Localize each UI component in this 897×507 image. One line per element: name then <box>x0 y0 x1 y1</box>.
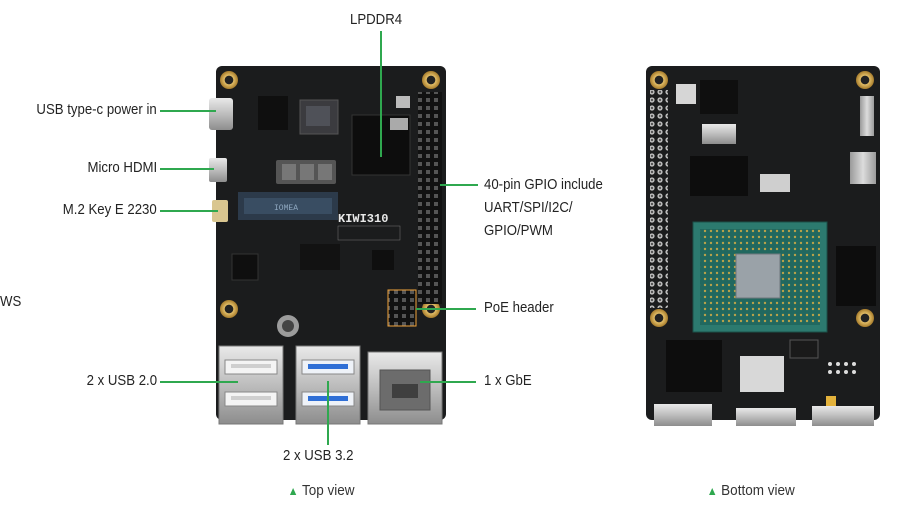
label-gbe: 1 x GbE <box>484 372 532 389</box>
label-poe-header: PoE header <box>484 299 554 316</box>
label-gpio-line3: GPIO/PWM <box>484 222 553 239</box>
usb-c-connector <box>209 98 233 130</box>
label-usb-c-power: USB type-c power in <box>36 101 157 118</box>
micro-hdmi-connector <box>209 158 227 182</box>
label-gpio-line2: UART/SPI/I2C/ <box>484 199 573 216</box>
caption-top-text: Top view <box>302 482 355 499</box>
board-name-silkscreen: KIWI310 <box>338 212 388 226</box>
callout-poe <box>416 308 476 310</box>
label-usb32: 2 x USB 3.2 <box>283 447 354 464</box>
label-micro-hdmi: Micro HDMI <box>87 159 157 176</box>
triangle-up-icon: ▲ <box>287 484 299 498</box>
gpio-header <box>418 92 442 304</box>
callout-usb-c <box>160 110 216 112</box>
callout-m2 <box>160 210 218 212</box>
callout-usb20 <box>160 381 238 383</box>
callout-gbe <box>420 381 476 383</box>
caption-bottom-view: ▲Bottom view <box>707 482 795 499</box>
caption-bottom-text: Bottom view <box>721 482 795 499</box>
callout-micro-hdmi <box>160 168 214 170</box>
top-view-board: IOMEA KIWI310 <box>209 66 446 425</box>
label-gpio-line1: 40-pin GPIO include <box>484 176 603 193</box>
label-lpddr4: LPDDR4 <box>350 11 403 28</box>
label-ws-fragment: WS <box>0 293 22 310</box>
gbe-connector <box>367 351 443 425</box>
poe-header <box>387 289 417 327</box>
triangle-up-icon: ▲ <box>706 484 718 498</box>
callout-usb32 <box>327 381 329 445</box>
label-usb20: 2 x USB 2.0 <box>86 372 157 389</box>
usb20-connector <box>218 345 284 425</box>
m2-slot-text: IOMEA <box>274 204 298 213</box>
caption-top-view: ▲Top view <box>288 482 355 499</box>
bottom-view-board <box>646 66 880 426</box>
label-m2-key-e: M.2 Key E 2230 <box>63 201 157 218</box>
callout-gpio <box>440 184 478 186</box>
callout-lpddr4 <box>380 31 382 157</box>
